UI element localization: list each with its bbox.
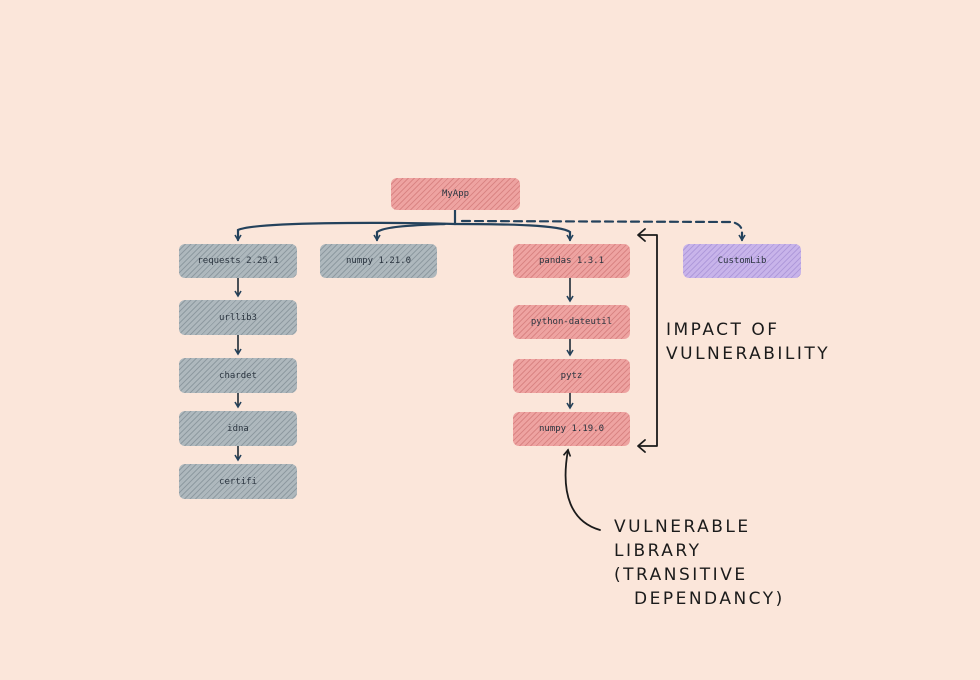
- vulnerable-line-3: (transitive: [614, 565, 748, 585]
- vulnerable-line-2: library: [614, 541, 702, 561]
- node-certifi: certifi: [179, 464, 297, 499]
- edge-myapp-pandas: [453, 222, 574, 242]
- node-pytz: pytz: [513, 359, 630, 393]
- edge-myapp-numpy121: [373, 222, 447, 242]
- node-pandas: pandas 1.3.1: [513, 244, 630, 278]
- edge-myapp-customlib: [460, 219, 746, 242]
- node-chardet: chardet: [179, 358, 297, 393]
- node-numpy-1-19: numpy 1.19.0: [513, 412, 630, 446]
- impact-line-2: vulnerability: [666, 344, 831, 364]
- node-customlib: CustomLib: [683, 244, 801, 278]
- impact-annotation: Impact of vulnerability: [666, 318, 830, 366]
- edge-myapp-requests: [234, 221, 457, 242]
- node-idna: idna: [179, 411, 297, 446]
- node-urllib3: urllib3: [179, 300, 297, 335]
- node-requests: requests 2.25.1: [179, 244, 297, 278]
- impact-bracket: [637, 228, 658, 453]
- vulnerable-line-4: dependancy): [634, 589, 785, 609]
- vulnerable-line-1: vulnerable: [614, 517, 751, 537]
- myapp-branches: [234, 208, 746, 242]
- node-numpy-1-21: numpy 1.21.0: [320, 244, 437, 278]
- node-python-dateutil: python-dateutil: [513, 305, 630, 339]
- vulnerable-pointer-arrow: [562, 448, 601, 531]
- vulnerable-annotation: vulnerable library (transitive dependanc…: [614, 515, 785, 611]
- node-myapp: MyApp: [391, 178, 520, 210]
- impact-line-1: Impact of: [666, 320, 780, 340]
